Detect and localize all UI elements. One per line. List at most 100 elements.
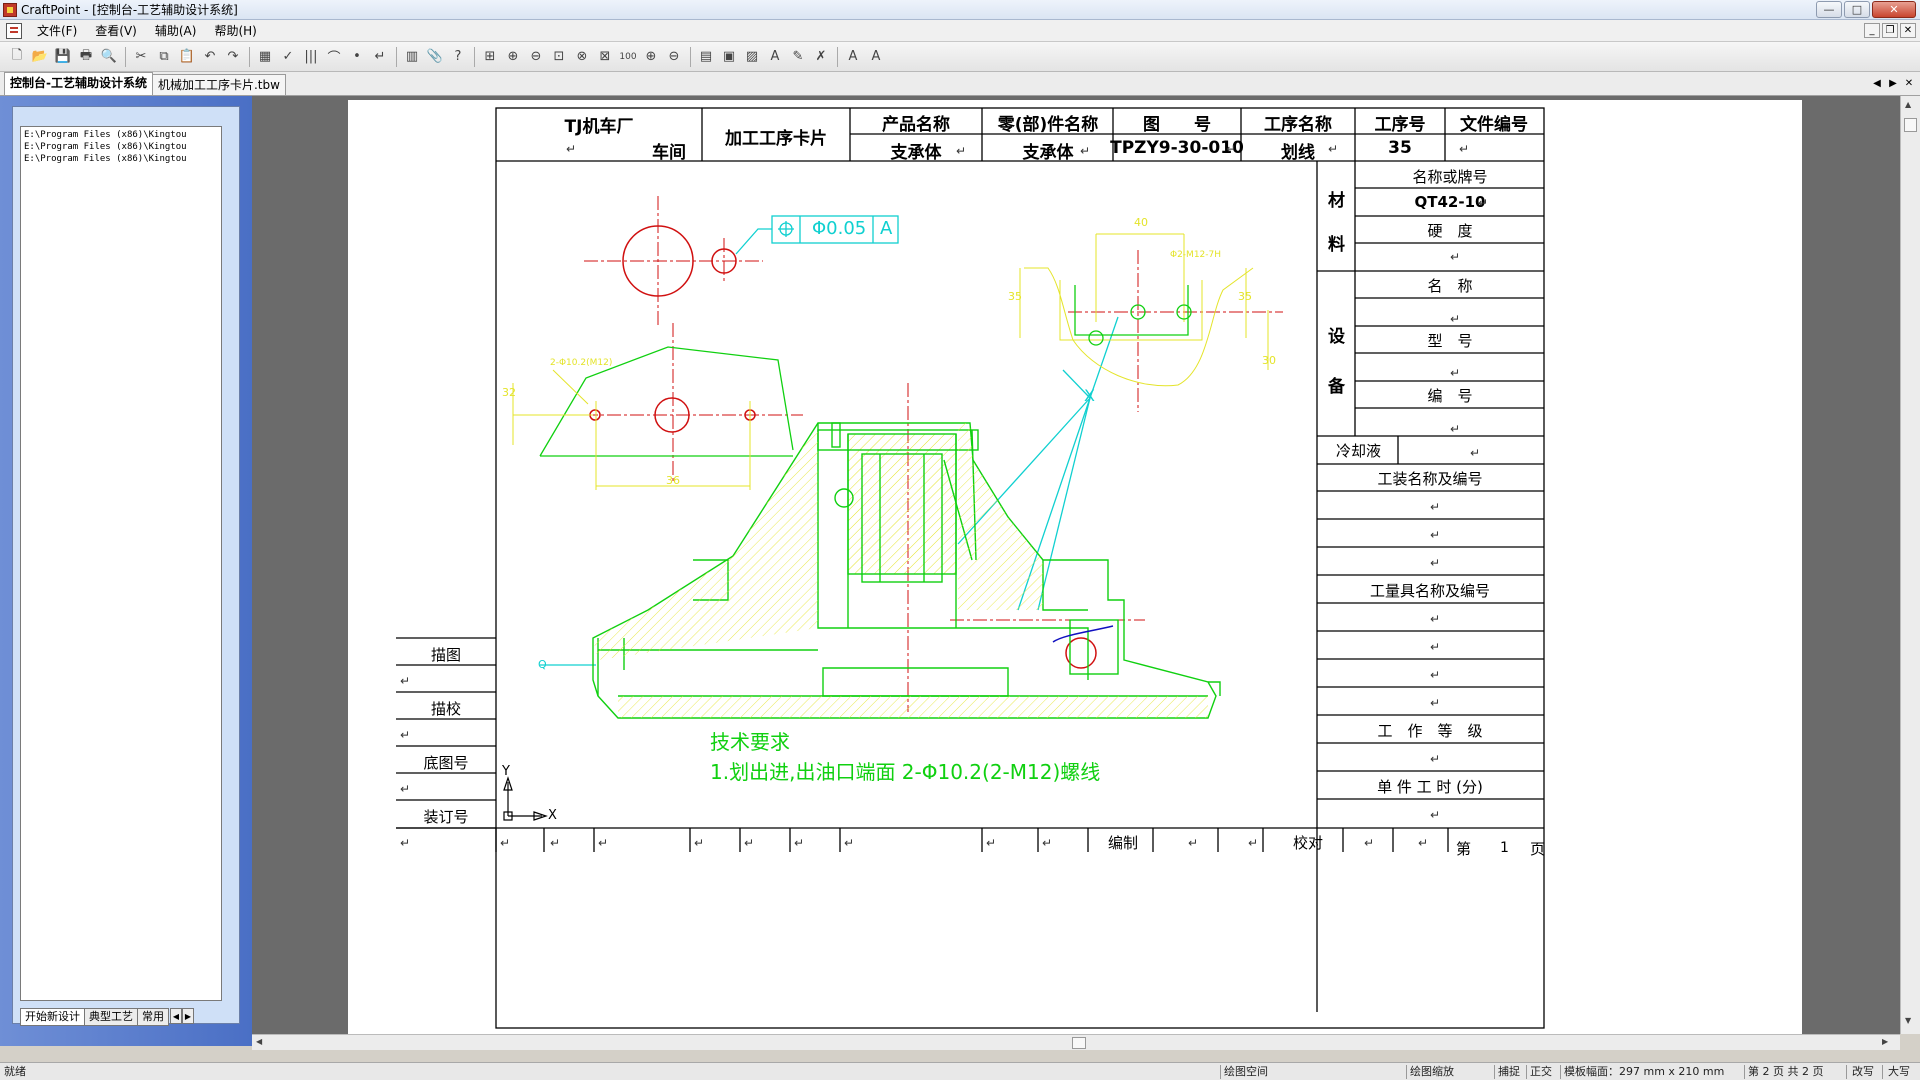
tab-console[interactable]: 控制台-工艺辅助设计系统 bbox=[4, 72, 153, 95]
tab-process-card-file[interactable]: 机械加工工序卡片.tbw bbox=[151, 74, 286, 95]
dimension-icon[interactable]: ✗ bbox=[815, 49, 827, 64]
format-icon[interactable]: ▥ bbox=[405, 49, 419, 64]
status-template-size: 模板幅面：297 mm x 210 mm bbox=[1564, 1065, 1725, 1078]
thread-label-right: Φ2-M12-7H bbox=[1170, 250, 1222, 260]
font-a-icon[interactable]: A bbox=[848, 49, 858, 64]
block-icon[interactable]: ▣ bbox=[722, 49, 736, 64]
snap-icon[interactable]: ⊞ bbox=[484, 49, 496, 64]
save-icon[interactable]: 💾 bbox=[54, 49, 72, 64]
tolerance-value: Φ0.05 bbox=[812, 218, 867, 239]
minimize-button[interactable]: — bbox=[1816, 1, 1842, 18]
header-part-name: 零(部)件名称 bbox=[997, 115, 1099, 135]
material-name-value[interactable]: QT42-10 bbox=[1414, 193, 1486, 211]
tab-next-icon[interactable]: ▶ bbox=[1889, 77, 1897, 89]
redo-icon[interactable]: ↷ bbox=[227, 49, 239, 64]
scroll-up-icon[interactable]: ▲ bbox=[1905, 100, 1912, 109]
zoom-minus-icon[interactable]: ⊖ bbox=[668, 49, 680, 64]
tab-close-icon[interactable]: ✕ bbox=[1904, 77, 1914, 89]
status-ortho[interactable]: 正交 bbox=[1530, 1065, 1552, 1078]
recent-path-item[interactable]: E:\Program Files (x86)\Kingtou bbox=[24, 142, 187, 152]
text-icon[interactable]: A bbox=[770, 49, 780, 64]
mdi-restore-button[interactable]: ❐ bbox=[1882, 23, 1898, 38]
zoom-out-icon[interactable]: ⊖ bbox=[530, 49, 542, 64]
craftpoint-app-icon[interactable] bbox=[3, 2, 17, 17]
print-preview-icon[interactable]: 🔍 bbox=[100, 49, 118, 64]
font-b-icon[interactable]: A bbox=[871, 49, 881, 64]
undo-icon[interactable]: ↶ bbox=[204, 49, 216, 64]
copy-icon[interactable]: ⧉ bbox=[159, 49, 169, 64]
value-process-name[interactable]: 划线 bbox=[1281, 143, 1315, 163]
menu-view[interactable]: 查看(V) bbox=[95, 23, 137, 38]
status-drawing-zoom[interactable]: 绘图缩放 bbox=[1410, 1065, 1454, 1078]
status-snap[interactable]: 捕捉 bbox=[1498, 1065, 1520, 1078]
pen-icon[interactable]: ✎ bbox=[792, 49, 804, 64]
zoom-100-icon[interactable]: 100 bbox=[619, 51, 637, 62]
header-process-no: 工序号 bbox=[1374, 115, 1426, 135]
return-icon[interactable]: ↵ bbox=[374, 49, 386, 64]
print-icon[interactable]: 🖶 bbox=[79, 47, 93, 63]
maximize-button[interactable]: □ bbox=[1844, 1, 1870, 18]
scroll-left-icon[interactable]: ◀ bbox=[256, 1037, 263, 1046]
layer-icon[interactable]: ▤ bbox=[699, 49, 713, 64]
return-mark: ↵ bbox=[400, 836, 411, 850]
scroll-down-icon[interactable]: ▼ bbox=[1905, 1016, 1912, 1025]
value-drawing-no[interactable]: TPZY9-30-010 bbox=[1110, 138, 1244, 158]
status-divider bbox=[1220, 1065, 1221, 1079]
open-icon[interactable]: 📂 bbox=[31, 49, 49, 64]
check-icon[interactable]: ✓ bbox=[282, 49, 294, 64]
value-process-no[interactable]: 35 bbox=[1388, 138, 1412, 158]
recent-paths-list[interactable]: E:\Program Files (x86)\Kingtou E:\Progra… bbox=[20, 126, 222, 1001]
menu-help[interactable]: 帮助(H) bbox=[214, 23, 257, 38]
value-product-name[interactable]: 支承体 bbox=[890, 143, 942, 163]
toolbar-separator bbox=[690, 46, 691, 67]
return-mark: ↵ bbox=[550, 836, 561, 850]
clip-icon[interactable]: 📎 bbox=[426, 49, 444, 64]
zoom-all-icon[interactable]: ⊗ bbox=[576, 49, 588, 64]
table-icon[interactable]: ▦ bbox=[258, 49, 272, 64]
vertical-scroll-thumb[interactable] bbox=[1904, 118, 1917, 132]
return-mark: ↵ bbox=[400, 728, 411, 742]
help-icon[interactable]: ? bbox=[454, 49, 462, 64]
mdi-minimize-button[interactable]: _ bbox=[1864, 23, 1880, 38]
paste-icon[interactable]: 📋 bbox=[178, 49, 196, 64]
recent-path-item[interactable]: E:\Program Files (x86)\Kingtou bbox=[24, 154, 187, 164]
barcode-icon[interactable]: ||| bbox=[304, 49, 318, 64]
insert-icon[interactable]: ▨ bbox=[745, 49, 759, 64]
status-drawing-space[interactable]: 绘图空间 bbox=[1224, 1065, 1268, 1078]
zoom-extent-icon[interactable]: ⊠ bbox=[599, 49, 611, 64]
tab-typical-process[interactable]: 典型工艺 bbox=[84, 1008, 138, 1026]
cad-drawing-svg bbox=[503, 196, 1283, 821]
menu-assist[interactable]: 辅助(A) bbox=[154, 23, 197, 38]
document-icon[interactable] bbox=[6, 22, 22, 39]
recent-path-item[interactable]: E:\Program Files (x86)\Kingtou bbox=[24, 130, 187, 140]
new-icon[interactable]: 🗋 bbox=[11, 47, 23, 63]
return-mark: ↵ bbox=[1188, 836, 1199, 850]
tab-new-design[interactable]: 开始新设计 bbox=[20, 1008, 85, 1026]
return-mark: ↵ bbox=[956, 144, 967, 158]
menu-file[interactable]: 文件(F) bbox=[37, 23, 78, 38]
tab-common[interactable]: 常用 bbox=[137, 1008, 169, 1026]
zoom-window-icon[interactable]: ⊡ bbox=[553, 49, 565, 64]
mdi-close-button[interactable]: ✕ bbox=[1900, 23, 1916, 38]
process-card-sheet[interactable]: TJ机车厂 车间 ↵ 加工工序卡片 产品名称 零(部)件名称 图 号 工序名称 … bbox=[348, 100, 1802, 1034]
dot-icon[interactable]: • bbox=[353, 49, 361, 64]
left-tab-next-icon[interactable]: ▶ bbox=[182, 1008, 194, 1024]
zoom-plus-icon[interactable]: ⊕ bbox=[645, 49, 657, 64]
scroll-right-icon[interactable]: ▶ bbox=[1882, 1037, 1889, 1046]
close-button[interactable]: ✕ bbox=[1872, 1, 1916, 18]
dim-32: 32 bbox=[502, 386, 516, 399]
vertical-scrollbar[interactable]: ▲ ▼ bbox=[1900, 96, 1920, 1034]
cut-icon[interactable]: ✂ bbox=[135, 49, 147, 64]
return-mark: ↵ bbox=[1450, 422, 1461, 436]
return-mark: ↵ bbox=[1470, 446, 1481, 460]
zoom-in-icon[interactable]: ⊕ bbox=[507, 49, 519, 64]
drawing-canvas[interactable]: TJ机车厂 车间 ↵ 加工工序卡片 产品名称 零(部)件名称 图 号 工序名称 … bbox=[252, 96, 1900, 1034]
horizontal-scrollbar[interactable]: ◀ ▶ bbox=[252, 1034, 1900, 1050]
left-tab-prev-icon[interactable]: ◀ bbox=[170, 1008, 182, 1024]
horizontal-scroll-thumb[interactable] bbox=[1072, 1037, 1086, 1049]
status-caps: 大写 bbox=[1888, 1065, 1910, 1078]
header-file-no: 文件编号 bbox=[1460, 115, 1528, 135]
value-part-name[interactable]: 支承体 bbox=[1022, 143, 1074, 163]
tab-prev-icon[interactable]: ◀ bbox=[1873, 77, 1881, 89]
line-icon[interactable]: ⌒ bbox=[327, 51, 341, 66]
